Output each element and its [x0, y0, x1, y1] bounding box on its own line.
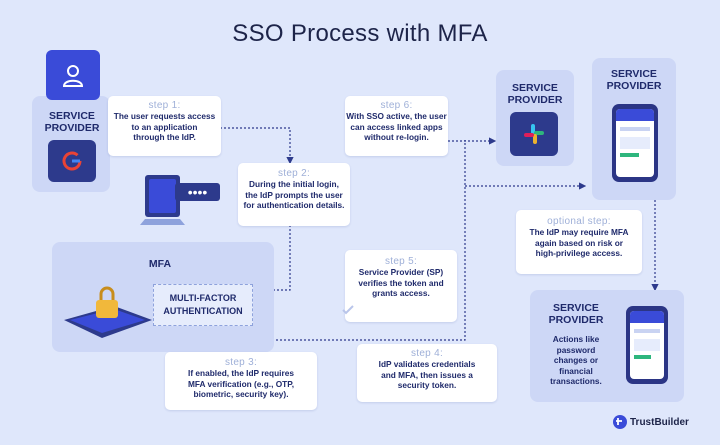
step-2-text: During the initial login, the IdP prompt…: [243, 179, 345, 210]
step-6-text: With SSO active, the user can access lin…: [346, 111, 447, 142]
brand-name: TrustBuilder: [630, 416, 689, 428]
mfa-phone-illustration: [60, 286, 156, 344]
step-2-card: step 2: During the initial login, the Id…: [238, 163, 350, 226]
step-1-label: step 1:: [148, 100, 181, 111]
trustbuilder-icon: [613, 415, 627, 429]
optional-step-label: optional step:: [547, 216, 611, 227]
checkmark-icon: [342, 305, 354, 315]
optional-step-card: optional step: The IdP may require MFA a…: [516, 210, 642, 274]
phone-app-illustration: [612, 104, 658, 182]
user-avatar-tile: [46, 50, 100, 100]
step-3-card: step 3: If enabled, the IdP requires MFA…: [165, 352, 317, 410]
mfa-method-box: MULTI-FACTOR AUTHENTICATION: [153, 284, 253, 326]
service-provider-label-slack: SERVICE PROVIDER: [507, 82, 563, 106]
step-4-card: step 4: IdP validates credentials and MF…: [357, 344, 497, 402]
step-6-card: step 6: With SSO active, the user can ac…: [345, 96, 448, 156]
google-app-tile: [48, 140, 96, 182]
step-6-label: step 6:: [380, 100, 413, 111]
optional-step-text: The IdP may require MFA again based on r…: [529, 227, 629, 258]
slack-icon: [524, 124, 544, 144]
google-icon: [62, 151, 82, 171]
step-1-card: step 1: The user requests access to an a…: [108, 96, 221, 156]
lock-icon: [96, 300, 118, 318]
step-4-label: step 4:: [410, 348, 444, 359]
step-1-text: The user requests access to an applicati…: [113, 111, 216, 142]
step-5-card: step 5: Service Provider (SP) verifies t…: [342, 250, 457, 322]
monitor-illustration: ••••: [135, 170, 230, 232]
slack-app-tile: [510, 112, 558, 156]
sp-actions-text: Actions like password changes or financi…: [550, 334, 602, 386]
step-4-text: IdP validates credentials and MFA, then …: [378, 359, 476, 390]
step-2-label: step 2:: [277, 168, 311, 179]
step-3-label: step 3:: [224, 357, 258, 368]
phone-actions-illustration: [626, 306, 668, 384]
trustbuilder-logo: TrustBuilder: [613, 414, 689, 430]
step-3-text: If enabled, the IdP requires MFA verific…: [187, 368, 295, 399]
service-provider-label-phone: SERVICE PROVIDER: [606, 68, 662, 92]
step-5-label: step 5:: [384, 256, 418, 267]
mfa-label: MFA: [148, 258, 172, 270]
step-5-text: Service Provider (SP) verifies the token…: [358, 267, 444, 298]
password-field: ••••: [175, 183, 220, 201]
diagram-title: SSO Process with MFA: [232, 20, 488, 47]
service-provider-label-actions: SERVICE PROVIDER: [548, 302, 604, 326]
user-icon: [62, 65, 84, 87]
service-provider-label-left: SERVICE PROVIDER: [44, 110, 100, 134]
